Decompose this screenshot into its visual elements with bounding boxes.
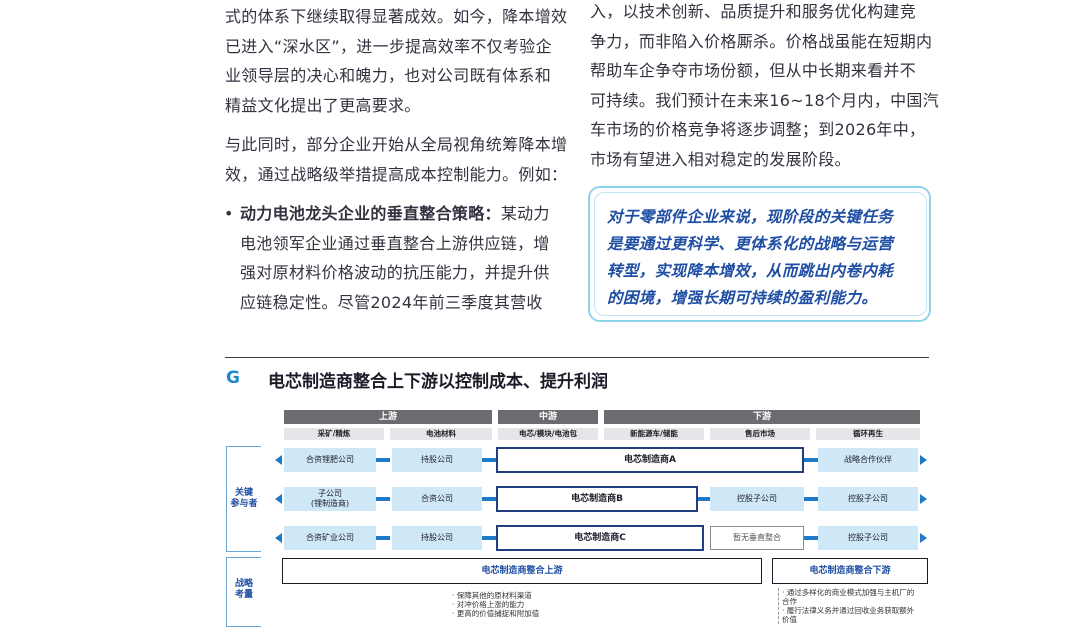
row2-left-arrow bbox=[275, 494, 282, 504]
row3-connector bbox=[376, 536, 390, 540]
row2-aftermarket: 控股子公司 bbox=[710, 487, 804, 511]
text-line: 车市场的价格竞争将逐步调整；到2026年中， bbox=[590, 120, 926, 139]
text-line: 精益文化提出了更高要求。 bbox=[225, 95, 421, 115]
players-label: 关键 参与者 bbox=[228, 488, 260, 510]
row1-connector bbox=[482, 458, 496, 462]
strategy-downstream-box: 电芯制造商整合下游 bbox=[772, 558, 928, 584]
stage-upstream: 上游 bbox=[284, 410, 492, 424]
players-bracket bbox=[226, 446, 261, 552]
row3-aftermarket: 暂无垂直整合 bbox=[710, 526, 804, 550]
row1-recycling: 战略合作伙伴 bbox=[818, 448, 918, 472]
callout-line: 对于零部件企业来说，现阶段的关键任务 bbox=[607, 208, 894, 226]
callout-frame bbox=[588, 186, 931, 322]
row1-maker: 电芯制造商A bbox=[496, 447, 804, 473]
row3-left-arrow bbox=[275, 533, 282, 543]
bullet-paragraph: 动力电池龙头企业的垂直整合策略：某动力 电池领军企业通过垂直整合上游供应链，增 … bbox=[240, 199, 550, 317]
row2-connector bbox=[482, 497, 496, 501]
row1-left-arrow bbox=[275, 455, 282, 465]
row3-recycling: 控股子公司 bbox=[818, 526, 918, 550]
left-paragraph-1: 式的体系下继续取得显著成效。如今，降本增效 已进入“深水区”，进一步提高效率不仅… bbox=[225, 2, 567, 120]
row2-recycling: 控股子公司 bbox=[818, 487, 918, 511]
bullet-title: 动力电池龙头企业的垂直整合策略： bbox=[240, 204, 501, 223]
substage-cells: 电芯/模块/电池包 bbox=[498, 428, 598, 440]
row1-connector bbox=[804, 458, 818, 462]
substage-materials: 电池材料 bbox=[390, 428, 492, 440]
right-paragraph: 入，以技术创新、品质提升和服务优化构建竞 争力，而非陷入价格厮杀。价格战虽能在短… bbox=[590, 0, 939, 174]
note-line: 价值 bbox=[782, 615, 797, 624]
note-line: · 通过多样化的商业模式加强与主机厂的 bbox=[782, 588, 915, 597]
text-line: 效，通过战略级举措提高成本控制能力。例如： bbox=[225, 164, 568, 184]
row3-right-arrow bbox=[920, 533, 927, 543]
substage-aftermarket: 售后市场 bbox=[710, 428, 810, 440]
note-line: · 保障其他的原材料渠道 bbox=[452, 591, 532, 600]
row3-materials: 持股公司 bbox=[392, 526, 482, 550]
players-label-line: 参与者 bbox=[230, 499, 258, 509]
upstream-notes: · 保障其他的原材料渠道 · 对冲价格上涨的能力 · 更高的价值捕捉和附加值 bbox=[452, 591, 539, 618]
row2-maker: 电芯制造商B bbox=[496, 486, 698, 512]
callout-line: 的困境，增强长期可持续的盈利能力。 bbox=[607, 289, 878, 307]
strategy-upstream-box: 电芯制造商整合上游 bbox=[282, 558, 762, 584]
strategy-bracket bbox=[226, 557, 261, 627]
text-line: 式的体系下继续取得显著成效。如今，降本增效 bbox=[225, 7, 568, 26]
callout-line: 是要通过更科学、更体系化的战略与运营 bbox=[607, 235, 894, 253]
row3-mining: 合资矿业公司 bbox=[284, 526, 376, 550]
row1-connector bbox=[376, 458, 390, 462]
row3-maker: 电芯制造商C bbox=[496, 525, 704, 551]
stage-midstream: 中游 bbox=[498, 410, 598, 424]
text-line: 市场有望进入相对稳定的发展阶段。 bbox=[590, 149, 851, 169]
strategy-label-line: 考量 bbox=[234, 590, 253, 600]
downstream-notes: · 通过多样化的商业模式加强与主机厂的 合作 · 履行法律义务并通过回收业务获取… bbox=[778, 588, 914, 624]
row2-mining-line: (锂制造商) bbox=[310, 499, 350, 508]
text-line: 电池领军企业通过垂直整合上游供应链，增 bbox=[240, 233, 550, 253]
text-line: 争力，而非陷入价格厮杀。价格战虽能在短期内 bbox=[590, 31, 933, 51]
text-line: 应链稳定性。尽管2024年前三季度其营收 bbox=[240, 292, 543, 312]
note-line: · 履行法律义务并通过回收业务获取额外 bbox=[782, 606, 915, 615]
substage-recycling: 循环再生 bbox=[816, 428, 920, 440]
callout-inner-frame bbox=[594, 192, 927, 316]
callout-text: 对于零部件企业来说，现阶段的关键任务 是要通过更科学、更体系化的战略与运营 转型… bbox=[607, 204, 927, 312]
text-line: 可持续。我们预计在未来16~18个月内，中国汽 bbox=[590, 90, 940, 110]
text-line: 已进入“深水区”，进一步提高效率不仅考验企 bbox=[225, 36, 552, 56]
text-line: 强对原材料价格波动的抗压能力，并提升供 bbox=[240, 263, 550, 282]
row2-connector bbox=[698, 497, 710, 501]
figure-letter: G bbox=[226, 368, 240, 388]
stage-downstream: 下游 bbox=[604, 410, 920, 424]
row2-connector bbox=[376, 497, 390, 501]
row1-mining: 合资锂肥公司 bbox=[284, 448, 376, 472]
row2-mining-line: 子公司 bbox=[318, 489, 342, 498]
row2-materials: 合资公司 bbox=[392, 487, 482, 511]
text-line: 与此同时，部分企业开始从全局视角统筹降本增 bbox=[225, 135, 568, 154]
figure-title: 电芯制造商整合上下游以控制成本、提升利润 bbox=[268, 372, 608, 392]
note-line: 合作 bbox=[782, 597, 797, 606]
row1-right-arrow bbox=[920, 455, 927, 465]
row1-materials: 持股公司 bbox=[392, 448, 482, 472]
bullet-line1-rest: 某动力 bbox=[500, 204, 550, 223]
substage-ev: 新能源车/储能 bbox=[604, 428, 704, 440]
substage-mining: 采矿/精炼 bbox=[284, 428, 384, 440]
figure-divider bbox=[225, 357, 929, 358]
strategy-label: 战略 考量 bbox=[228, 579, 260, 601]
row3-connector bbox=[482, 536, 496, 540]
bullet-marker: • bbox=[224, 204, 234, 223]
text-line: 业领导层的决心和魄力，也对公司既有体系和 bbox=[225, 66, 552, 85]
row2-mining: 子公司 (锂制造商) bbox=[284, 487, 376, 511]
note-line: · 更高的价值捕捉和附加值 bbox=[452, 609, 540, 618]
text-line: 入，以技术创新、品质提升和服务优化构建竞 bbox=[590, 2, 917, 21]
left-paragraph-2: 与此同时，部分企业开始从全局视角统筹降本增 效，通过战略级举措提高成本控制能力。… bbox=[225, 130, 567, 189]
row2-right-arrow bbox=[920, 494, 927, 504]
text-line: 动力电池龙头企业的垂直整合策略：某动力 bbox=[240, 199, 550, 229]
row2-connector bbox=[804, 497, 818, 501]
callout-line: 转型，实现降本增效，从而跳出内卷内耗 bbox=[607, 262, 894, 280]
note-line: · 对冲价格上涨的能力 bbox=[452, 600, 525, 609]
text-line: 帮助车企争夺市场份额，但从中长期来看并不 bbox=[590, 61, 917, 80]
row3-connector bbox=[804, 536, 818, 540]
strategy-label-line: 战略 bbox=[234, 579, 253, 589]
players-label-line: 关键 bbox=[234, 488, 253, 498]
